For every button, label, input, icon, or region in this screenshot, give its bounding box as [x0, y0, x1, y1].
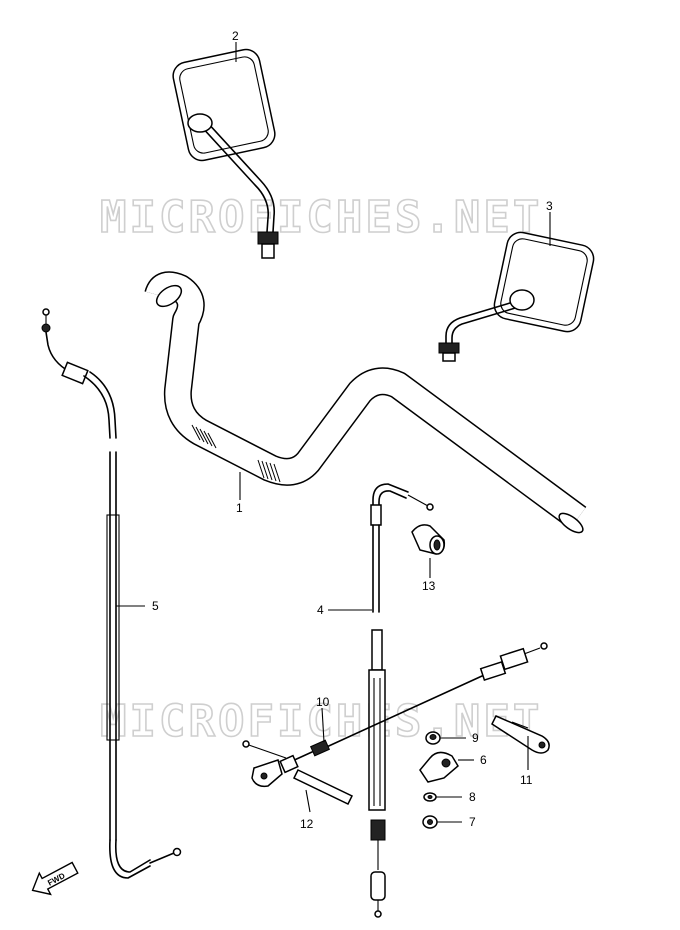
- callout-1: 1: [236, 501, 243, 515]
- watermark-top: MICROFICHES.NET: [100, 192, 542, 243]
- washer-part-8: [423, 792, 437, 802]
- cable-part-5: [41, 308, 182, 879]
- nut-part-9: [425, 731, 441, 745]
- handlebar-part-1: [144, 271, 587, 534]
- callout-2: 2: [232, 29, 239, 43]
- clamp-part-6: [419, 751, 459, 783]
- callout-6: 6: [480, 753, 487, 767]
- cable-part-10: [242, 642, 548, 788]
- callout-10: 10: [316, 695, 330, 709]
- watermark-bottom: MICROFICHES.NET: [100, 696, 542, 747]
- mirror-right-part-3: [438, 231, 595, 362]
- cable-tie-part-12: [292, 769, 354, 805]
- callout-12: 12: [300, 817, 314, 831]
- bracket-part-11: [491, 715, 550, 754]
- callout-3: 3: [546, 199, 553, 213]
- callout-13: 13: [422, 579, 436, 593]
- boot-part-13: [411, 524, 446, 578]
- cable-part-4: [368, 483, 434, 918]
- callout-11: 11: [520, 773, 533, 787]
- mirror-left-part-2: [172, 48, 279, 259]
- bolt-part-7: [422, 815, 438, 829]
- fwd-arrow-icon: FWD: [31, 861, 79, 896]
- callout-8: 8: [469, 790, 476, 804]
- callout-9: 9: [472, 731, 479, 745]
- callout-5: 5: [152, 599, 159, 613]
- callout-7: 7: [469, 815, 476, 829]
- callout-4: 4: [317, 603, 324, 617]
